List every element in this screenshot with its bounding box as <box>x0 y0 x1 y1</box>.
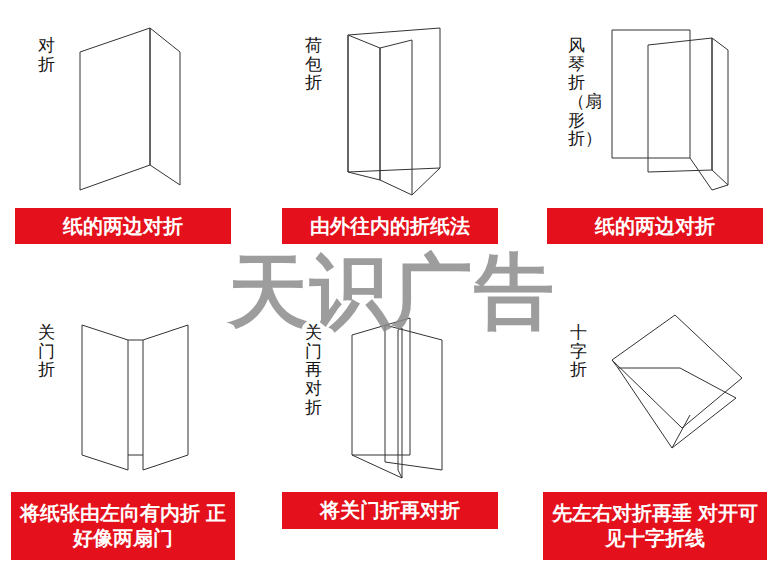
caption-bar: 纸的两边对折 <box>15 208 231 244</box>
caption-text: 先左右对折再垂 对开可见十字折线 <box>543 501 767 551</box>
watermark: 天识广告 <box>228 252 556 332</box>
caption-text: 将关门折再对折 <box>314 498 466 523</box>
wallet-fold-figure <box>348 28 440 195</box>
caption-text: 纸的两边对折 <box>57 214 189 239</box>
half-fold-figure <box>80 28 180 190</box>
fold-name: 关门再对折 <box>305 323 322 416</box>
fold-name: 荷包折 <box>305 36 322 92</box>
caption-bar: 将关门折再对折 <box>282 492 498 529</box>
fold-name: 风琴折（扇形折） <box>568 36 585 148</box>
cross-fold-figure <box>612 315 742 448</box>
fold-name: 十字折 <box>570 323 587 379</box>
caption-bar: 先左右对折再垂 对开可见十字折线 <box>543 492 767 560</box>
caption-bar: 将纸张由左向有内折 正好像两扇门 <box>11 492 235 560</box>
caption-text: 纸的两边对折 <box>589 214 721 239</box>
fold-name: 对折 <box>38 36 55 73</box>
caption-text: 将纸张由左向有内折 正好像两扇门 <box>11 501 235 551</box>
double-gate-fold-figure <box>352 318 442 478</box>
caption-bar: 纸的两边对折 <box>547 208 763 244</box>
caption-text: 由外往内的折纸法 <box>304 214 476 239</box>
fold-name: 关门折 <box>38 323 55 379</box>
caption-bar: 由外往内的折纸法 <box>282 208 498 244</box>
gate-fold-figure <box>82 325 188 470</box>
accordion-fold-figure <box>612 30 728 190</box>
